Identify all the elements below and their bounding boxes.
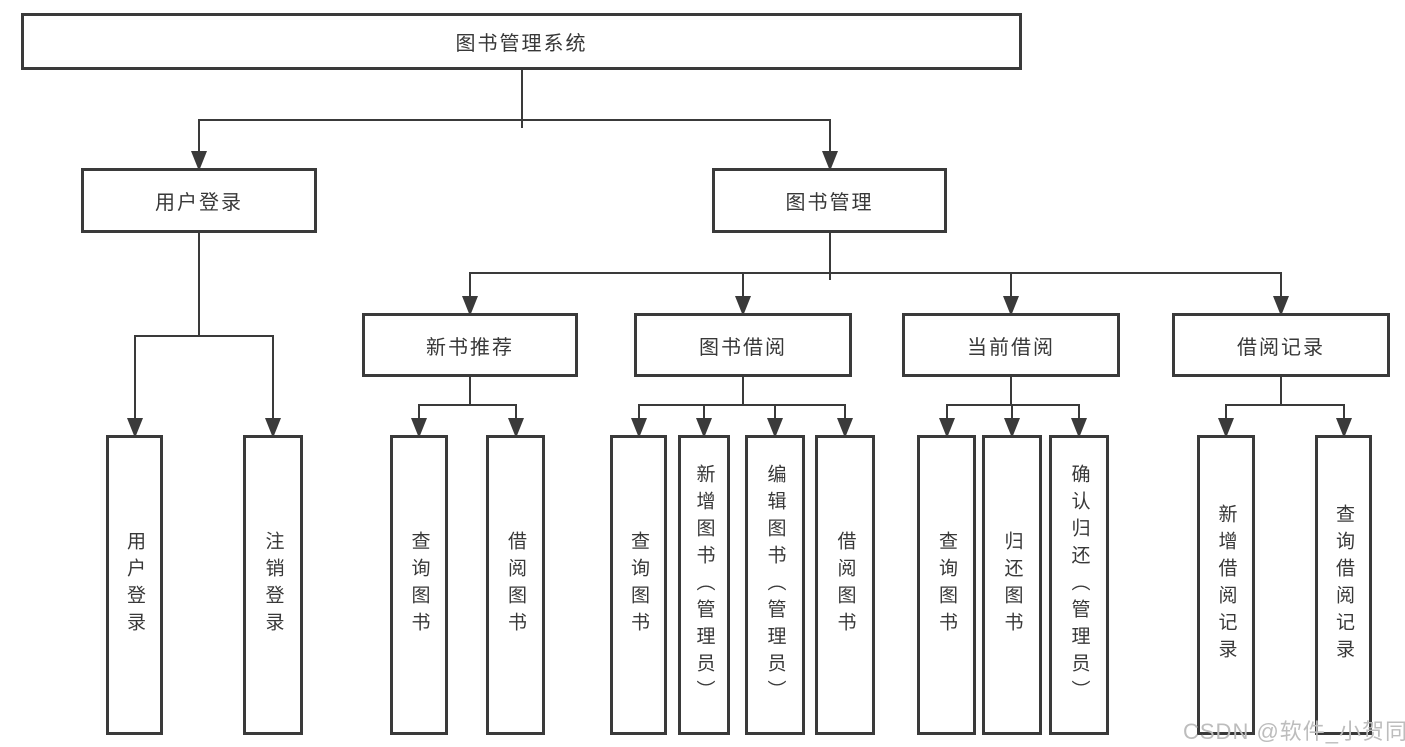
node-book-borrow: 图书借阅 xyxy=(634,313,852,377)
arrow-down-icon xyxy=(1003,296,1019,316)
connector-line xyxy=(1225,404,1345,406)
node-root: 图书管理系统 xyxy=(21,13,1022,70)
connector-line xyxy=(198,233,200,337)
connector-line xyxy=(133,336,136,421)
connector-line xyxy=(418,404,517,406)
connector-line xyxy=(945,405,948,421)
node-leaf-logout: 注销登录 xyxy=(243,435,303,735)
node-user-login: 用户登录 xyxy=(81,168,317,233)
arrow-down-icon xyxy=(1218,418,1234,438)
arrow-down-icon xyxy=(265,418,281,438)
node-leaf-cb-query: 查询图书 xyxy=(917,435,976,735)
connector-line xyxy=(1342,405,1345,421)
arrow-down-icon xyxy=(1004,418,1020,438)
connector-line xyxy=(703,405,705,421)
arrow-down-icon xyxy=(126,418,143,438)
connector-line xyxy=(198,119,831,121)
arrow-down-icon xyxy=(1071,418,1087,438)
connector-line xyxy=(133,335,274,337)
connector-line xyxy=(469,272,1282,274)
connector-line xyxy=(520,70,523,128)
connector-line xyxy=(828,233,831,280)
node-leaf-bb-edit: 编辑图书（管理员） xyxy=(745,435,805,735)
arrow-down-icon xyxy=(507,418,524,438)
connector-line xyxy=(1010,377,1012,406)
node-book-mgmt: 图书管理 xyxy=(712,168,947,233)
node-leaf-cb-confirm: 确认归还（管理员） xyxy=(1049,435,1109,735)
arrow-down-icon xyxy=(462,296,478,316)
arrow-down-icon xyxy=(821,151,838,171)
connector-line xyxy=(1280,273,1282,299)
node-leaf-bb-query: 查询图书 xyxy=(610,435,667,735)
arrow-down-icon xyxy=(938,418,955,438)
arrow-down-icon xyxy=(767,418,783,438)
connector-line xyxy=(198,120,200,154)
node-leaf-nbr-query: 查询图书 xyxy=(390,435,448,735)
connector-line xyxy=(742,377,744,406)
connector-line xyxy=(1078,405,1080,421)
node-leaf-cb-return: 归还图书 xyxy=(982,435,1042,735)
node-leaf-br-add: 新增借阅记录 xyxy=(1197,435,1255,735)
node-leaf-br-query: 查询借阅记录 xyxy=(1315,435,1372,735)
connector-line xyxy=(1225,405,1227,421)
node-leaf-bb-borrow: 借阅图书 xyxy=(815,435,875,735)
csdn-watermark: CSDN @软件_小贺同学 xyxy=(1183,719,1405,744)
connector-line xyxy=(1280,377,1282,406)
node-leaf-user-login: 用户登录 xyxy=(106,435,163,735)
node-new-book-rec: 新书推荐 xyxy=(362,313,578,377)
arrow-down-icon xyxy=(837,418,853,438)
connector-line xyxy=(514,405,517,421)
connector-line xyxy=(418,405,420,421)
arrow-down-icon xyxy=(191,151,207,171)
connector-line xyxy=(844,405,846,421)
arrow-down-icon xyxy=(411,418,427,438)
connector-line xyxy=(637,405,640,421)
arrow-down-icon xyxy=(735,296,751,316)
connector-line xyxy=(469,273,471,299)
connector-line xyxy=(637,404,846,406)
node-leaf-bb-add: 新增图书（管理员） xyxy=(678,435,730,735)
arrow-down-icon xyxy=(696,418,712,438)
arrow-down-icon xyxy=(1335,418,1352,438)
node-leaf-nbr-borrow: 借阅图书 xyxy=(486,435,545,735)
connector-line xyxy=(1011,405,1013,421)
connector-line xyxy=(828,120,831,154)
connector-line xyxy=(742,273,744,299)
node-current-borrow: 当前借阅 xyxy=(902,313,1120,377)
connector-line xyxy=(1010,273,1012,299)
connector-line xyxy=(272,336,274,421)
arrow-down-icon xyxy=(630,418,647,438)
node-borrow-records: 借阅记录 xyxy=(1172,313,1390,377)
arrow-down-icon xyxy=(1273,296,1289,316)
connector-line xyxy=(774,405,776,421)
connector-line xyxy=(469,377,471,406)
